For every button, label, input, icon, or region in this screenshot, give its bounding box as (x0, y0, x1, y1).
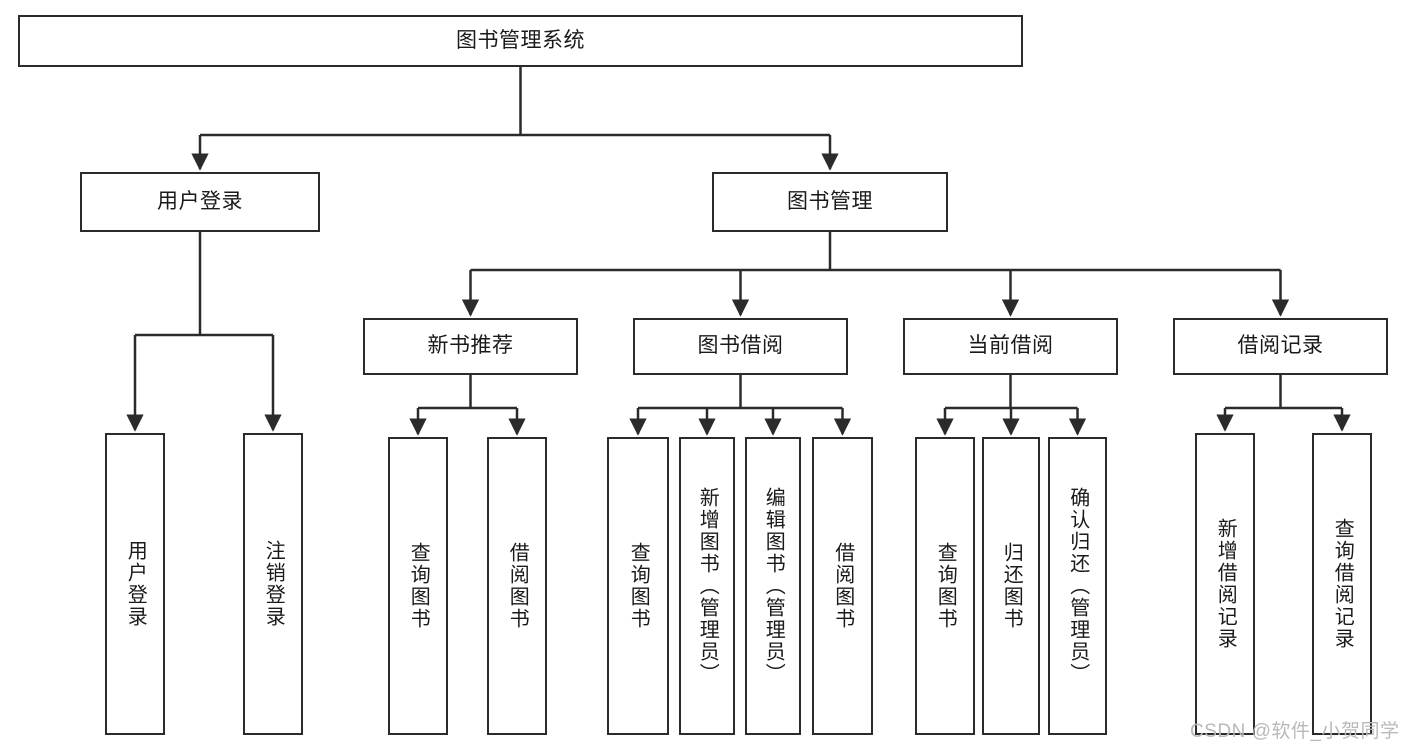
node-label-leaf-borrow-book-1: 借阅图书 (506, 542, 529, 630)
node-label-new-book-recommend: 新书推荐 (427, 334, 514, 358)
node-leaf-confirm-return[interactable]: 确认归还（管理员） (1048, 437, 1107, 735)
node-label-leaf-user-login: 用户登录 (124, 540, 147, 628)
node-leaf-user-login[interactable]: 用户登录 (105, 433, 165, 735)
node-leaf-add-book[interactable]: 新增图书（管理员） (679, 437, 735, 735)
node-leaf-logout-login[interactable]: 注销登录 (243, 433, 303, 735)
node-label-leaf-logout-login: 注销登录 (262, 540, 285, 628)
watermark-text: CSDN @软件_小贺同学 (1190, 721, 1400, 742)
node-label-borrow-record: 借阅记录 (1237, 334, 1324, 358)
node-book-manage[interactable]: 图书管理 (712, 172, 948, 232)
node-current-borrow[interactable]: 当前借阅 (903, 318, 1118, 375)
node-leaf-borrow-book-2[interactable]: 借阅图书 (812, 437, 873, 735)
node-label-leaf-add-record: 新增借阅记录 (1214, 518, 1237, 650)
node-label-leaf-query-book-1: 查询图书 (407, 542, 430, 630)
node-borrow-record[interactable]: 借阅记录 (1173, 318, 1388, 375)
node-leaf-return-book[interactable]: 归还图书 (982, 437, 1040, 735)
node-label-current-borrow: 当前借阅 (967, 334, 1054, 358)
node-leaf-add-record[interactable]: 新增借阅记录 (1195, 433, 1255, 735)
node-label-user-login: 用户登录 (157, 189, 243, 213)
node-new-book-recommend[interactable]: 新书推荐 (363, 318, 578, 375)
node-label-leaf-query-book-2: 查询图书 (627, 542, 650, 630)
node-leaf-borrow-book-1[interactable]: 借阅图书 (487, 437, 547, 735)
node-label-leaf-borrow-book-2: 借阅图书 (831, 542, 854, 630)
node-root[interactable]: 图书管理系统 (18, 15, 1023, 67)
node-label-leaf-edit-book: 编辑图书（管理员） (762, 487, 785, 685)
node-label-book-borrow: 图书借阅 (697, 334, 784, 358)
node-leaf-query-book-2[interactable]: 查询图书 (607, 437, 669, 735)
node-leaf-edit-book[interactable]: 编辑图书（管理员） (745, 437, 801, 735)
node-leaf-query-book-3[interactable]: 查询图书 (915, 437, 975, 735)
node-leaf-query-record[interactable]: 查询借阅记录 (1312, 433, 1372, 735)
node-label-leaf-confirm-return: 确认归还（管理员） (1066, 487, 1089, 685)
node-leaf-query-book-1[interactable]: 查询图书 (388, 437, 448, 735)
node-label-leaf-return-book: 归还图书 (1000, 542, 1023, 630)
node-label-root: 图书管理系统 (456, 28, 585, 52)
node-label-leaf-query-book-3: 查询图书 (934, 542, 957, 630)
node-label-leaf-query-record: 查询借阅记录 (1331, 518, 1354, 650)
node-label-book-manage: 图书管理 (787, 189, 873, 213)
node-label-leaf-add-book: 新增图书（管理员） (696, 487, 719, 685)
node-user-login[interactable]: 用户登录 (80, 172, 320, 232)
node-book-borrow[interactable]: 图书借阅 (633, 318, 848, 375)
